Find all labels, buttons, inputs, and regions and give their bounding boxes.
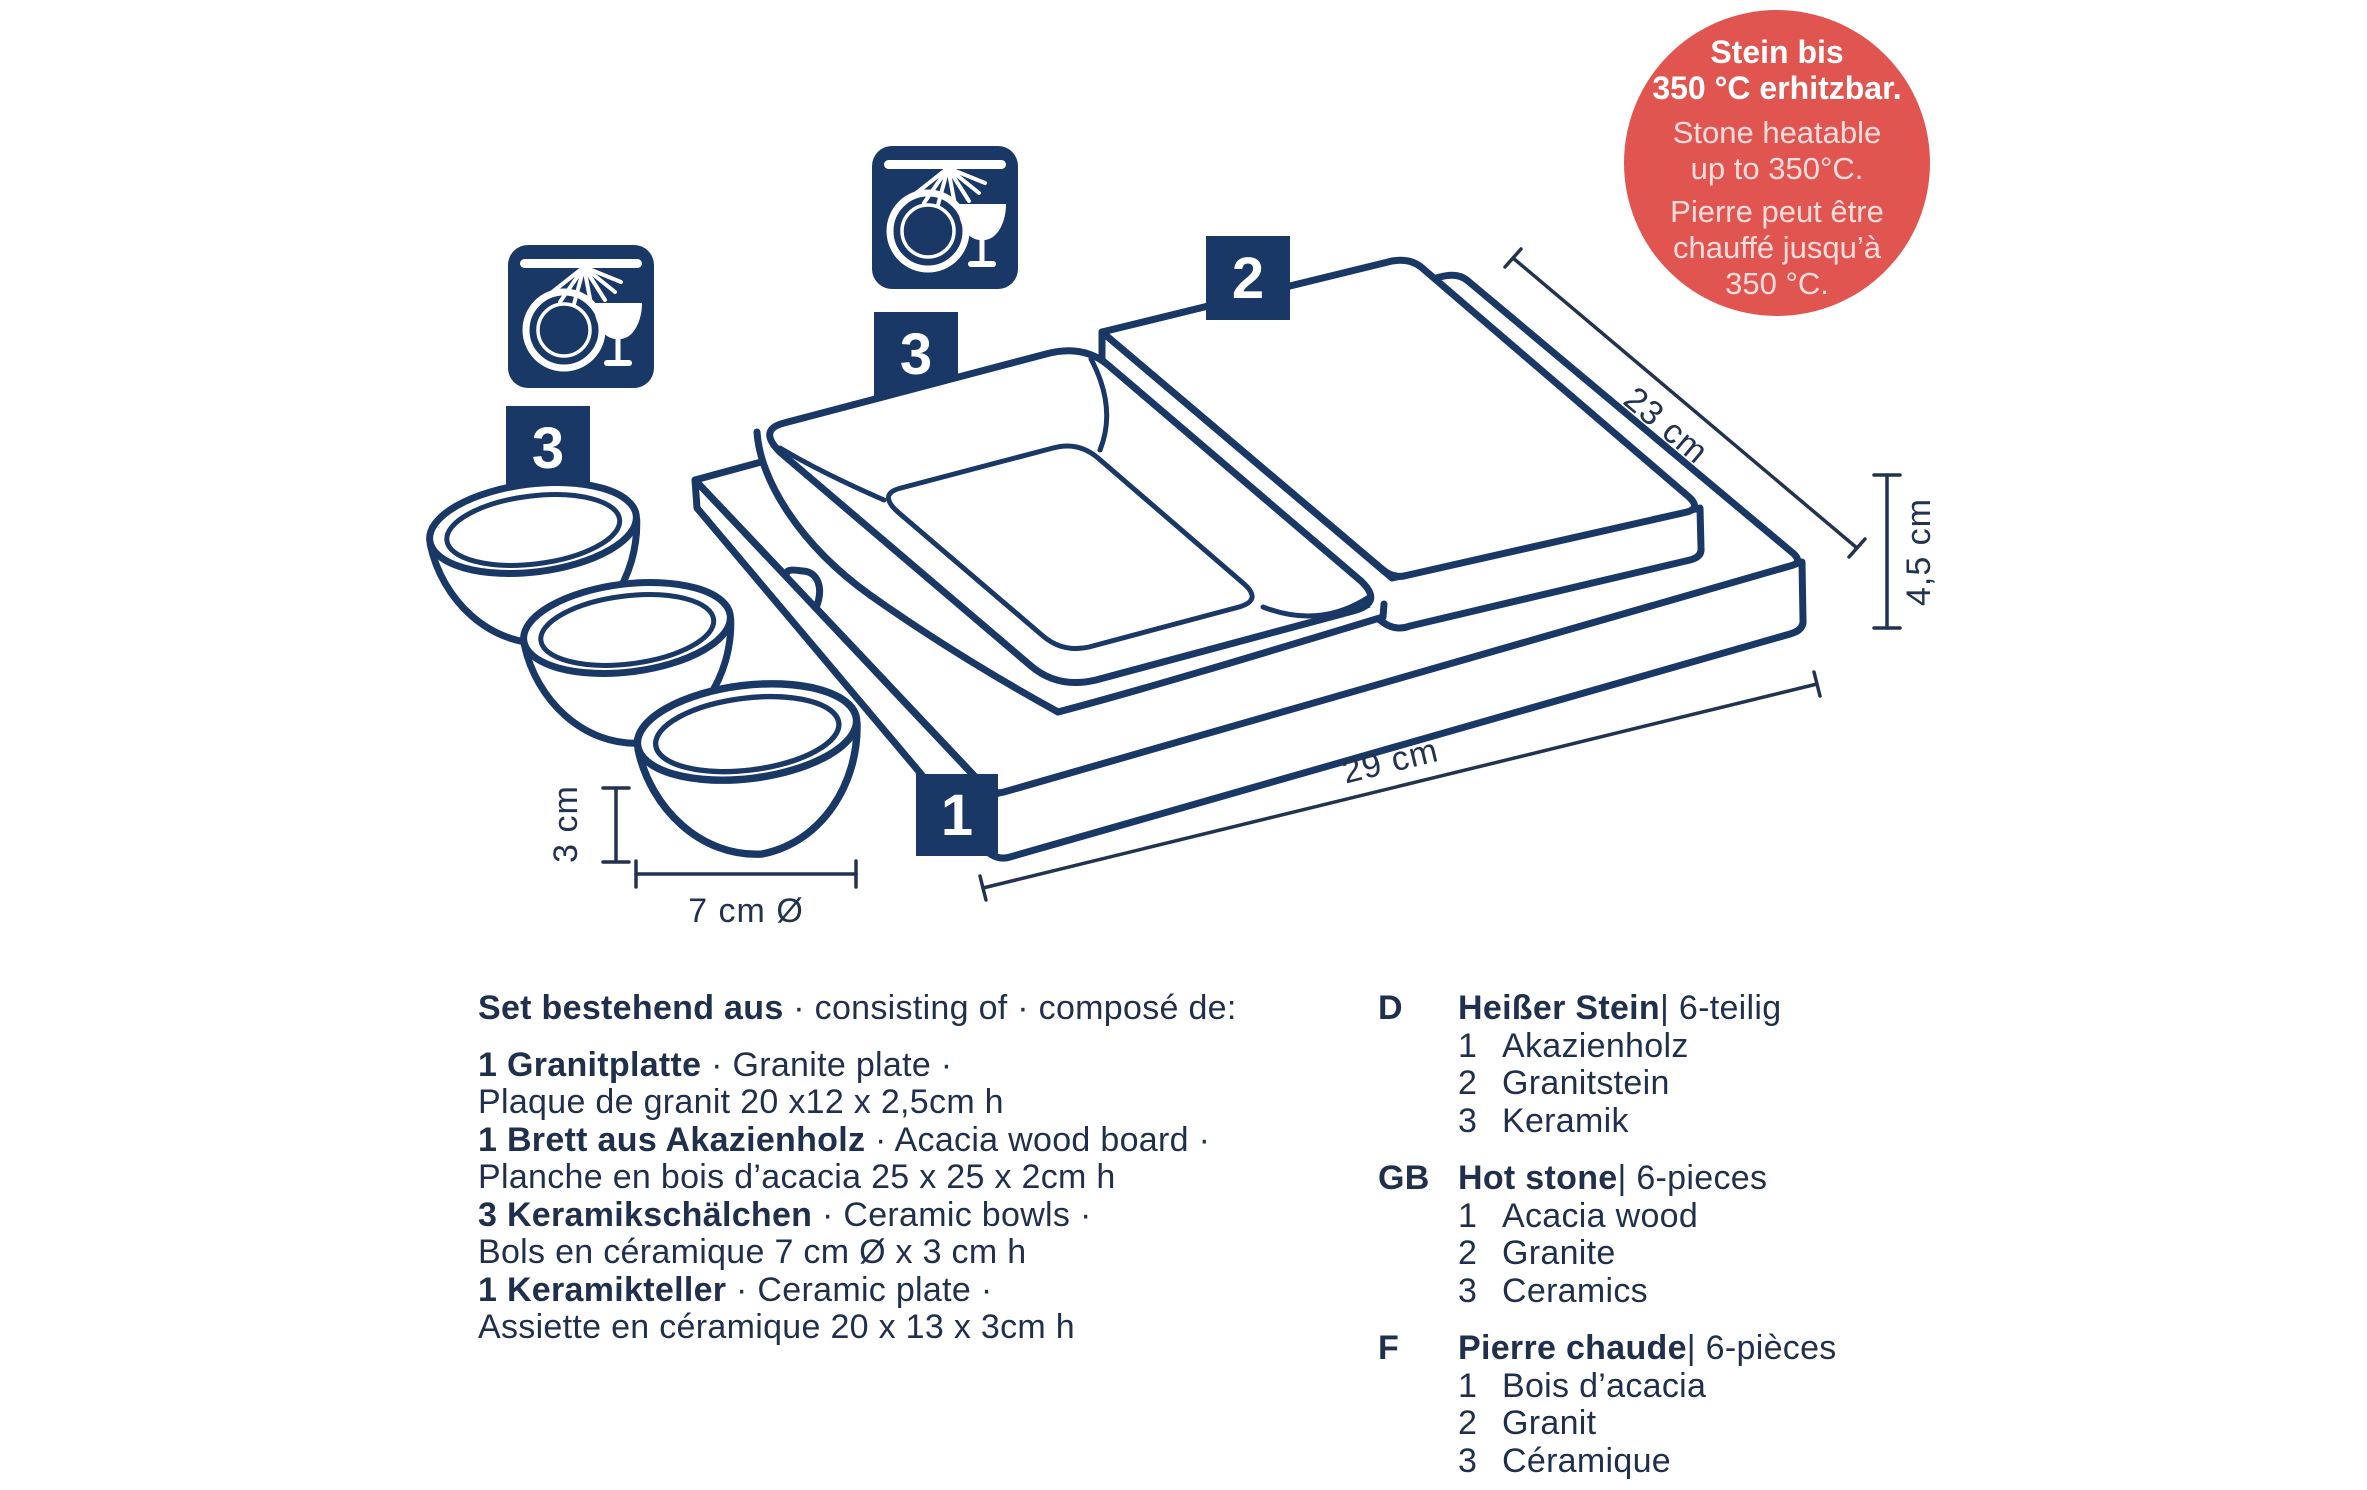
plate-outer-wall — [753, 428, 1388, 716]
wine-glass-bowl — [594, 303, 642, 340]
heat-badge: Stein bis 350 °C erhitzbar. Stone heatab… — [1624, 10, 1930, 316]
dimension-bowl-diameter: 7 cm Ø — [634, 859, 858, 930]
legend-title: Pierre chaude| 6-pièces — [1458, 1329, 1837, 1367]
badge-de-line2: 350 °C erhitzbar. — [1652, 70, 1901, 106]
plate-inner-bottom — [886, 443, 1255, 652]
dimension-bowl-height: 3 cm — [547, 785, 631, 864]
dishwasher-safe-icon — [508, 245, 654, 388]
wine-glass-stem — [615, 338, 621, 360]
lang-code: F — [1378, 1329, 1400, 1367]
plate-outer-wall-fill — [757, 432, 1384, 712]
plate-rim — [766, 347, 1375, 686]
stone-height-value: 4,5 cm — [1900, 498, 1938, 606]
lang-code: GB — [1378, 1159, 1430, 1197]
set-item-board-title: 1 Brett aus Akazienholz · Acacia wood bo… — [478, 1120, 1211, 1159]
lang-code: D — [1378, 989, 1403, 1027]
stone-side-faces — [1098, 328, 1705, 632]
badge-circle — [1624, 10, 1930, 316]
bowl-rim-inner — [444, 492, 623, 568]
bowl-body — [634, 719, 861, 858]
ceramic-bowl-drawing-3 — [633, 680, 861, 858]
label-square-bowls: 3 — [506, 406, 590, 490]
stone-number: 2 — [1232, 246, 1264, 311]
set-item-bowls-title: 3 Keramikschälchen · Ceramic bowls · — [478, 1195, 1092, 1234]
ceramic-plate-drawing — [753, 347, 1388, 716]
set-item-board-detail: Planche en bois d’acacia 25 x 25 x 2cm h — [478, 1158, 1116, 1196]
label-square — [506, 406, 590, 490]
bowl-height-value: 3 cm — [547, 785, 585, 863]
badge-de-line1: Stein bis — [1710, 34, 1843, 70]
bowl-rim-inner — [652, 693, 842, 775]
badge-fr-line1: Pierre peut être — [1670, 194, 1884, 229]
set-item-plate-detail: Assiette en céramique 20 x 13 x 3cm h — [478, 1308, 1075, 1346]
dimension-stone-height: 4,5 cm — [1872, 473, 1938, 630]
granite-stone-drawing — [1098, 256, 1705, 632]
water-bar — [520, 259, 642, 268]
label-square-board: 1 — [916, 774, 998, 856]
bowls-number: 3 — [532, 416, 564, 481]
set-list-heading-bold: Set bestehend aus — [478, 989, 784, 1027]
badge-en-line1: Stone heatable — [1673, 115, 1882, 150]
legend-title: Hot stone| 6-pieces — [1458, 1159, 1768, 1197]
plate-glyph-inner — [536, 302, 592, 358]
plate-glyph-inner — [900, 203, 956, 259]
set-item-bowls-detail: Bols en céramique 7 cm Ø x 3 cm h — [478, 1233, 1027, 1271]
water-bar — [884, 160, 1006, 169]
badge-fr-line2: chauffé jusqu’à — [1673, 230, 1882, 265]
ceramic-bowl-drawing-1 — [426, 479, 641, 647]
badge-en-line2: up to 350°C. — [1691, 151, 1864, 186]
wine-glass-bowl — [958, 204, 1006, 241]
wine-glass-foot — [968, 261, 996, 267]
set-item-granite-detail: Plaque de granit 20 x12 x 2,5cm h — [478, 1083, 1004, 1121]
spray-rays — [544, 265, 623, 306]
dishwasher-safe-icon — [872, 146, 1018, 289]
badge-fr-line3: 350 °C. — [1725, 266, 1829, 301]
set-list-heading: Set bestehend aus · consisting of · comp… — [478, 989, 1458, 1028]
legend-title: Heißer Stein| 6-teilig — [1458, 989, 1782, 1027]
set-item-plate-title: 1 Keramikteller · Ceramic plate · — [478, 1270, 993, 1309]
wine-glass-stem — [979, 239, 985, 261]
plate-number: 3 — [900, 322, 932, 387]
label-square — [1206, 236, 1290, 320]
bowl-diameter-value: 7 cm Ø — [688, 892, 804, 930]
set-item-granite-title: 1 Granitplatte · Granite plate · — [478, 1045, 953, 1084]
plate-corner-crease-right — [1260, 594, 1372, 619]
wine-glass-foot — [604, 360, 632, 366]
set-list-heading-rest: · consisting of · composé de: — [783, 989, 1237, 1027]
set-contents-list: Set bestehend aus · consisting of · comp… — [478, 989, 1458, 1347]
plate-corner-crease-left — [777, 445, 887, 503]
label-square — [916, 774, 998, 856]
board-number: 1 — [941, 783, 973, 848]
stone-top-face — [1098, 256, 1698, 580]
plate-corner-crease-top — [1088, 356, 1110, 453]
bowl-rim-inner — [538, 592, 717, 668]
label-square-stone: 2 — [1206, 236, 1290, 320]
